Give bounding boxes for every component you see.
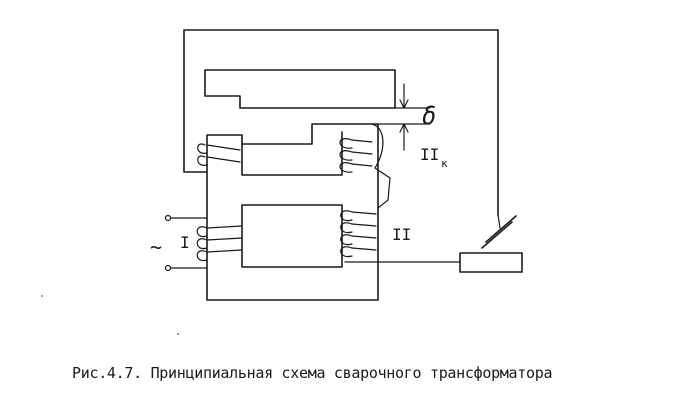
control-winding-coil xyxy=(339,123,391,209)
secondary-winding-coil xyxy=(340,210,461,263)
movable-shunt xyxy=(204,69,396,109)
secondary-winding-label: II xyxy=(392,225,411,244)
control-winding-label: II xyxy=(420,145,439,164)
core-window-lower xyxy=(241,204,343,268)
primary-winding-coil xyxy=(164,214,243,272)
upper-left-coil xyxy=(197,143,241,166)
transformer-core-outer xyxy=(206,123,379,301)
ac-source-symbol: ~ xyxy=(150,235,162,259)
gap-indicator xyxy=(377,83,431,151)
primary-winding-label: I xyxy=(180,233,190,252)
control-winding-subscript: к xyxy=(441,157,448,170)
core-window-upper xyxy=(241,131,343,176)
gap-label: δ xyxy=(422,102,436,130)
electrode xyxy=(481,214,517,249)
figure-caption: Рис.4.7. Принципиальная схема сварочного… xyxy=(72,364,553,382)
electrode-return-wire xyxy=(183,29,499,216)
workpiece xyxy=(459,252,523,273)
